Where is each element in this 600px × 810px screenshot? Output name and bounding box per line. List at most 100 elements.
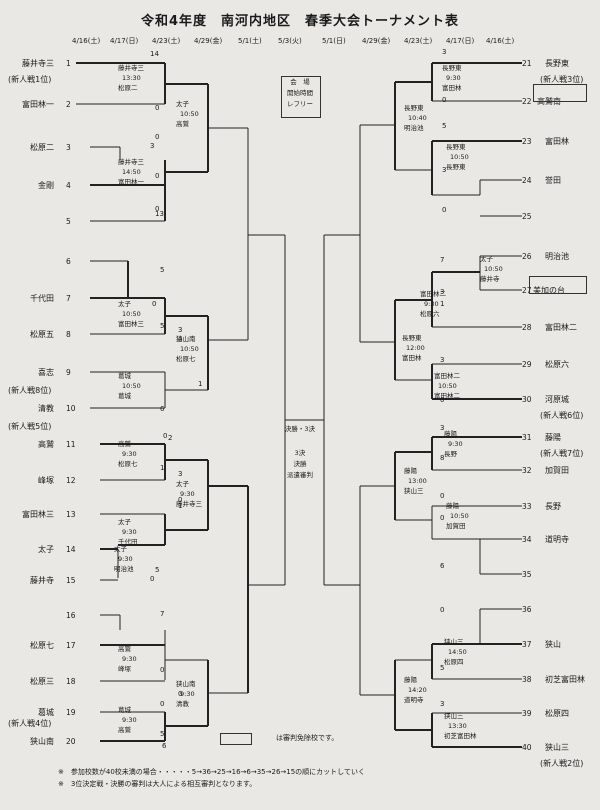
match-19-time: 12:00 — [406, 344, 425, 352]
legend-umpire: レフリー — [287, 100, 313, 108]
match-9-time: 9:30 — [122, 528, 137, 536]
match-17-time: 10:50 — [484, 265, 503, 273]
score-3: 0 — [155, 133, 160, 141]
score-16: 2 — [168, 434, 173, 442]
score-14: 6 — [160, 405, 165, 413]
score-21: 5 — [155, 566, 160, 574]
team-left-note-1: (新人戦1位) — [8, 75, 52, 84]
match-18-team-b: 松原六 — [420, 310, 440, 318]
score-27: 5 — [160, 730, 165, 738]
team-right-num-26: 26 — [522, 252, 532, 261]
match-26-time: 13:30 — [448, 722, 467, 730]
score-6: 0 — [155, 205, 160, 213]
team-left-num-19: 19 — [66, 708, 76, 717]
score-37: 3 — [440, 356, 445, 364]
match-4-team-a: 太子 — [118, 300, 131, 308]
match-5-team-a: 狭山南 — [176, 335, 196, 343]
team-right-note-30: (新人戦6位) — [540, 411, 584, 420]
footer-note-2: ※ 3位決定戦・決勝の審判は大人による相互審判となります。 — [58, 780, 257, 788]
score-26: 0 — [160, 700, 165, 708]
score-38: 0 — [440, 396, 445, 404]
match-1-time: 13:30 — [122, 74, 141, 82]
score-29: 3 — [442, 48, 447, 56]
team-right-name-33: 長野 — [545, 502, 561, 511]
date-left-3: 4/23(土) — [152, 37, 181, 45]
legend-venue: 会 場 — [290, 78, 310, 86]
score-4: 3 — [150, 142, 155, 150]
team-left-name-9: 喜志 — [38, 368, 54, 377]
legend-exempt-text: は審判免除校です。 — [276, 734, 339, 742]
match-21-team-a: 藤陽 — [444, 430, 457, 438]
footer-note-1: ※ 参加校数が40校未満の場合・・・・・5→36→25→16→6→35→26→1… — [58, 768, 365, 776]
team-left-name-17: 松原七 — [30, 641, 54, 650]
team-left-name-1: 藤井寺三 — [22, 59, 54, 68]
team-right-num-39: 39 — [522, 709, 532, 718]
match-4-team-b: 富田林三 — [118, 320, 144, 328]
match-8-time: 9:30 — [180, 490, 195, 498]
team-right-num-34: 34 — [522, 535, 532, 544]
match-3-time: 14:50 — [122, 168, 141, 176]
match-11-time: 9:30 — [122, 655, 137, 663]
match-25-team-b: 道明寺 — [404, 696, 424, 704]
match-14-team-a: 長野東 — [442, 64, 462, 72]
team-left-name-12: 峰塚 — [38, 476, 54, 485]
match-12-team-a: 狭山南 — [176, 680, 196, 688]
team-right-name-38: 初芝富田林 — [545, 675, 585, 684]
match-9-team-a: 太子 — [118, 518, 131, 526]
team-left-name-3: 松原二 — [30, 143, 54, 152]
date-right-2: 4/29(金) — [362, 37, 391, 45]
team-right-note-31: (新人戦7位) — [540, 449, 584, 458]
score-34: 7 — [440, 256, 445, 264]
team-right-name-37: 狭山 — [545, 640, 561, 649]
final-third: 3決 — [294, 449, 306, 457]
match-16-team-b: 長野東 — [446, 163, 466, 171]
team-right-num-28: 28 — [522, 323, 532, 332]
match-25-time: 14:20 — [408, 686, 427, 694]
final-umpire: 派遣審判 — [287, 471, 313, 479]
team-left-name-11: 高鷲 — [38, 440, 54, 449]
team-right-num-33: 33 — [522, 502, 532, 511]
match-24-team-b: 松原四 — [444, 658, 464, 666]
score-42: 0 — [440, 514, 445, 522]
team-left-note-11: (新人戦5位) — [8, 422, 52, 431]
score-33: 0 — [442, 206, 447, 214]
team-right-num-29: 29 — [522, 360, 532, 369]
match-3-team-a: 藤井寺三 — [118, 158, 144, 166]
team-right-num-21: 21 — [522, 59, 532, 68]
match-8-team-a: 太子 — [176, 480, 189, 488]
team-right-num-35: 35 — [522, 570, 532, 579]
team-right-num-22: 22 — [522, 97, 532, 106]
match-13-team-b: 高鷲 — [118, 726, 131, 734]
match-16-team-a: 長野東 — [446, 143, 466, 151]
match-11-team-a: 高鷲 — [118, 645, 131, 653]
match-13-time: 9:30 — [122, 716, 137, 724]
score-8: 5 — [160, 266, 165, 274]
score-7: 13 — [155, 210, 164, 218]
match-23-time: 10:50 — [450, 512, 469, 520]
team-right-num-25: 25 — [522, 212, 532, 221]
score-11: 3 — [178, 326, 183, 334]
match-15-team-b: 明治池 — [404, 124, 424, 132]
match-1-team-b: 松原二 — [118, 84, 138, 92]
team-left-name-7: 千代田 — [30, 294, 54, 303]
score-46: 3 — [440, 700, 445, 708]
team-right-name-32: 加賀田 — [545, 466, 569, 475]
team-right-num-24: 24 — [522, 176, 532, 185]
match-6-team-a: 葛城 — [118, 372, 131, 380]
match-14-team-b: 富田林 — [442, 84, 462, 92]
date-left-4: 4/29(金) — [194, 37, 223, 45]
match-7-time: 9:30 — [122, 450, 137, 458]
team-left-num-15: 15 — [66, 576, 76, 585]
team-left-num-1: 1 — [66, 59, 71, 68]
match-7-team-a: 高鷲 — [118, 440, 131, 448]
team-left-num-7: 7 — [66, 294, 71, 303]
team-right-num-36: 36 — [522, 605, 532, 614]
match-14-time: 9:30 — [446, 74, 461, 82]
team-right-num-40: 40 — [522, 743, 532, 752]
score-35: 3 — [440, 288, 445, 296]
score-9: 5 — [160, 322, 165, 330]
date-left-2: 4/17(日) — [110, 37, 139, 45]
match-25-team-a: 藤陽 — [404, 676, 417, 684]
team-left-num-17: 17 — [66, 641, 76, 650]
